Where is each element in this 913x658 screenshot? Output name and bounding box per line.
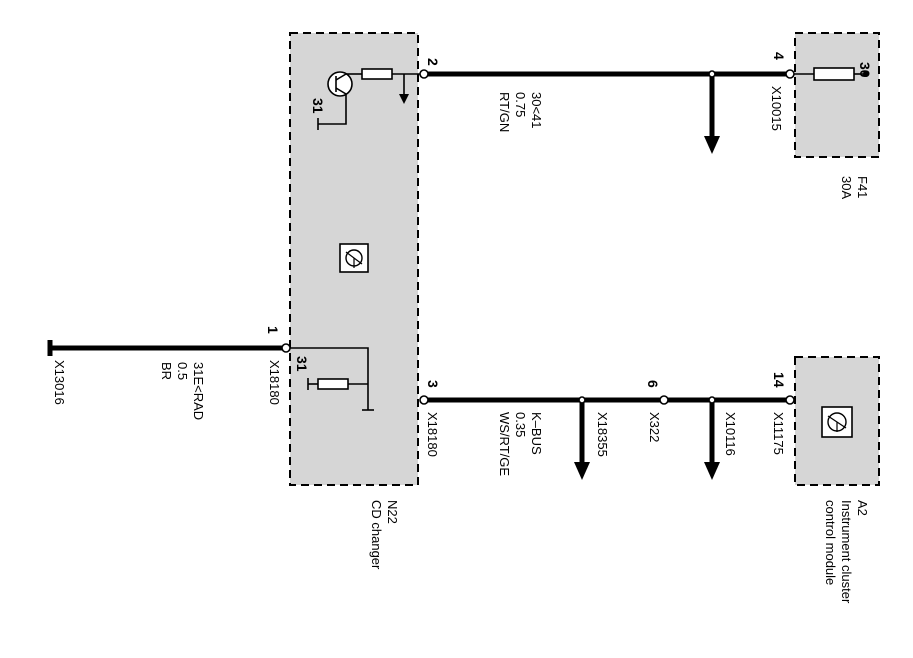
ground-wire-gauge-label: 0.5 [175, 362, 190, 380]
cluster-pin-14-connector [785, 395, 795, 405]
power-wire-color-label: RT/GN [497, 92, 512, 132]
instrument-cluster-id-label: A2 [855, 500, 870, 516]
cd-changer-module-icon [339, 243, 369, 273]
kbus-wire-gauge-label: 0.35 [513, 412, 528, 437]
power-internal-arrow [399, 94, 409, 104]
cd-changer-pin-2-connector [419, 69, 429, 79]
power-wire-circuit-label: 30<41 [529, 92, 544, 129]
fuse-box [794, 32, 880, 158]
instrument-cluster-name-line2: control module [823, 500, 838, 585]
cd-changer-pin-1-label: 1 [265, 326, 281, 334]
transistor-symbol [327, 71, 353, 97]
fuse-rating-label: 30A [839, 176, 854, 199]
cluster-connector-label: X11175 [771, 412, 786, 455]
fuse-symbol [813, 67, 855, 81]
power-resistor [361, 68, 393, 80]
kbus-wire-circuit-label: K–BUS [529, 412, 544, 455]
x322-pin-6-connector [659, 395, 669, 405]
kbus-splice-point-2 [708, 396, 716, 404]
power-splice-point [708, 70, 716, 78]
kbus-branch-2-arrow [704, 462, 720, 480]
kbus-splice-point-1 [578, 396, 586, 404]
ground-point-label: X13016 [52, 360, 67, 405]
transistor-emitter-trace [318, 94, 347, 125]
fuse-connector-label: X10015 [769, 86, 784, 131]
fuse-pin-4-connector [785, 69, 795, 79]
ground-internal-terminal-label: 31 [294, 356, 310, 372]
instrument-cluster-name-line1: Instrument cluster [839, 500, 854, 604]
fuse-terminal-dot [863, 71, 869, 77]
fuse-terminal-30-label: 30 [857, 62, 873, 78]
fuse-pin-4-label: 4 [771, 52, 787, 60]
power-wire-branch-arrow [704, 136, 720, 154]
kbus-splice-2-label: X10116 [723, 412, 738, 456]
cd-changer-pin-3-label: 3 [425, 380, 441, 388]
cd-changer-pin-3-connector [419, 395, 429, 405]
kbus-splice-1-label: X18355 [595, 412, 610, 457]
cd-changer-pin-2-label: 2 [425, 58, 441, 66]
power-internal-terminal-label: 31 [310, 98, 326, 114]
ground-connector-label: X18180 [267, 360, 282, 405]
cd-changer-pin-1-connector [281, 343, 291, 353]
fuse-id-label: F41 [855, 176, 870, 198]
x322-connector-label: X322 [647, 412, 662, 442]
kbus-connector-label: X18180 [425, 412, 440, 457]
kbus-wire-color-label: WS/RT/GE [497, 412, 512, 476]
power-wire-gauge-label: 0.75 [513, 92, 528, 117]
ground-wire-color-label: BR [159, 362, 174, 380]
ground-wire-circuit-label: 31E<RAD [191, 362, 206, 420]
cd-changer-id-label: N22 [385, 500, 400, 524]
instrument-cluster-module-icon [821, 406, 853, 438]
x322-pin-6-label: 6 [645, 380, 661, 388]
kbus-branch-1-arrow [574, 462, 590, 480]
cluster-pin-14-label: 14 [771, 372, 787, 388]
ground-resistor [317, 378, 349, 390]
ground-internal-trace [288, 347, 369, 410]
cd-changer-name-label: CD changer [369, 500, 384, 570]
